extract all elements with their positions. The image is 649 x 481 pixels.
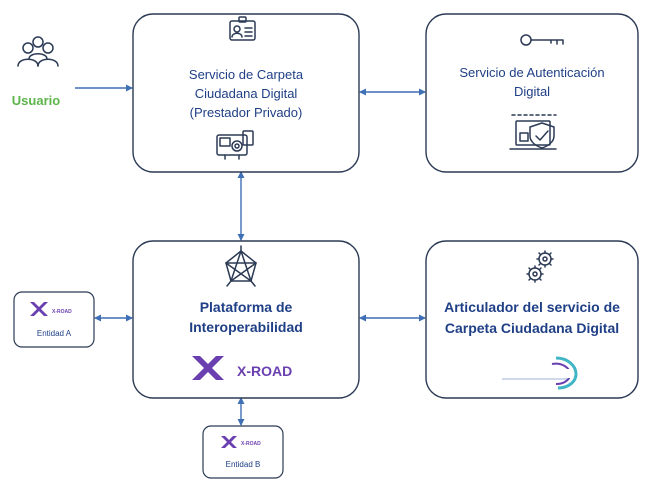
key-icon — [520, 34, 564, 46]
entidad-a-label: Entidad A — [37, 329, 72, 338]
entidad-b-xroad-logo — [221, 436, 237, 448]
users-icon — [17, 36, 59, 67]
entidad-b-label: Entidad B — [226, 460, 261, 469]
carpeta-box-frame — [132, 13, 360, 173]
articulador-line-1: Articulador del servicio de — [444, 299, 620, 315]
devices-icon — [216, 130, 254, 160]
usuario-label: Usuario — [12, 93, 60, 108]
carpeta-line-2: Ciudadana Digital — [195, 86, 298, 101]
carpeta-line-3: (Prestador Privado) — [190, 105, 303, 120]
articulador-box: Articulador del servicio de Carpeta Ciud… — [425, 240, 639, 399]
entidad-a-xroad-logo — [30, 302, 48, 316]
entidad-b-box: X-ROAD Entidad B — [202, 425, 284, 479]
autenticacion-box-frame — [425, 13, 639, 173]
entidad-b-logo-text: X-ROAD — [241, 441, 261, 447]
xroad-logo — [192, 356, 224, 380]
gears-icon — [526, 250, 554, 283]
plataforma-box: Plataforma de Interoperabilidad X-ROAD — [132, 240, 360, 399]
usuario-node: Usuario — [12, 36, 60, 108]
digital-logo — [500, 356, 578, 390]
id-card-icon — [229, 16, 256, 41]
plataforma-logo-text: X-ROAD — [237, 363, 292, 379]
entidad-b-frame — [202, 425, 284, 479]
entidad-a-logo-text: X-ROAD — [52, 309, 72, 315]
autenticacion-line-2: Digital — [514, 84, 550, 99]
autenticacion-box: Servicio de Autenticación Digital — [425, 13, 639, 173]
plataforma-box-frame — [132, 240, 360, 399]
articulador-line-2: Carpeta Ciudadana Digital — [445, 320, 619, 336]
secure-laptop-icon — [509, 114, 557, 150]
plataforma-line-1: Plataforma de — [200, 299, 293, 315]
plataforma-line-2: Interoperabilidad — [189, 319, 303, 335]
articulador-box-frame — [425, 240, 639, 399]
carpeta-ciudadana-box: Servicio de Carpeta Ciudadana Digital (P… — [132, 13, 360, 173]
entidad-a-box: X-ROAD Entidad A — [13, 291, 95, 348]
carpeta-line-1: Servicio de Carpeta — [189, 67, 304, 82]
network-icon — [225, 245, 257, 287]
autenticacion-line-1: Servicio de Autenticación — [459, 65, 604, 80]
entidad-a-frame — [13, 291, 95, 348]
connectors — [75, 84, 426, 426]
